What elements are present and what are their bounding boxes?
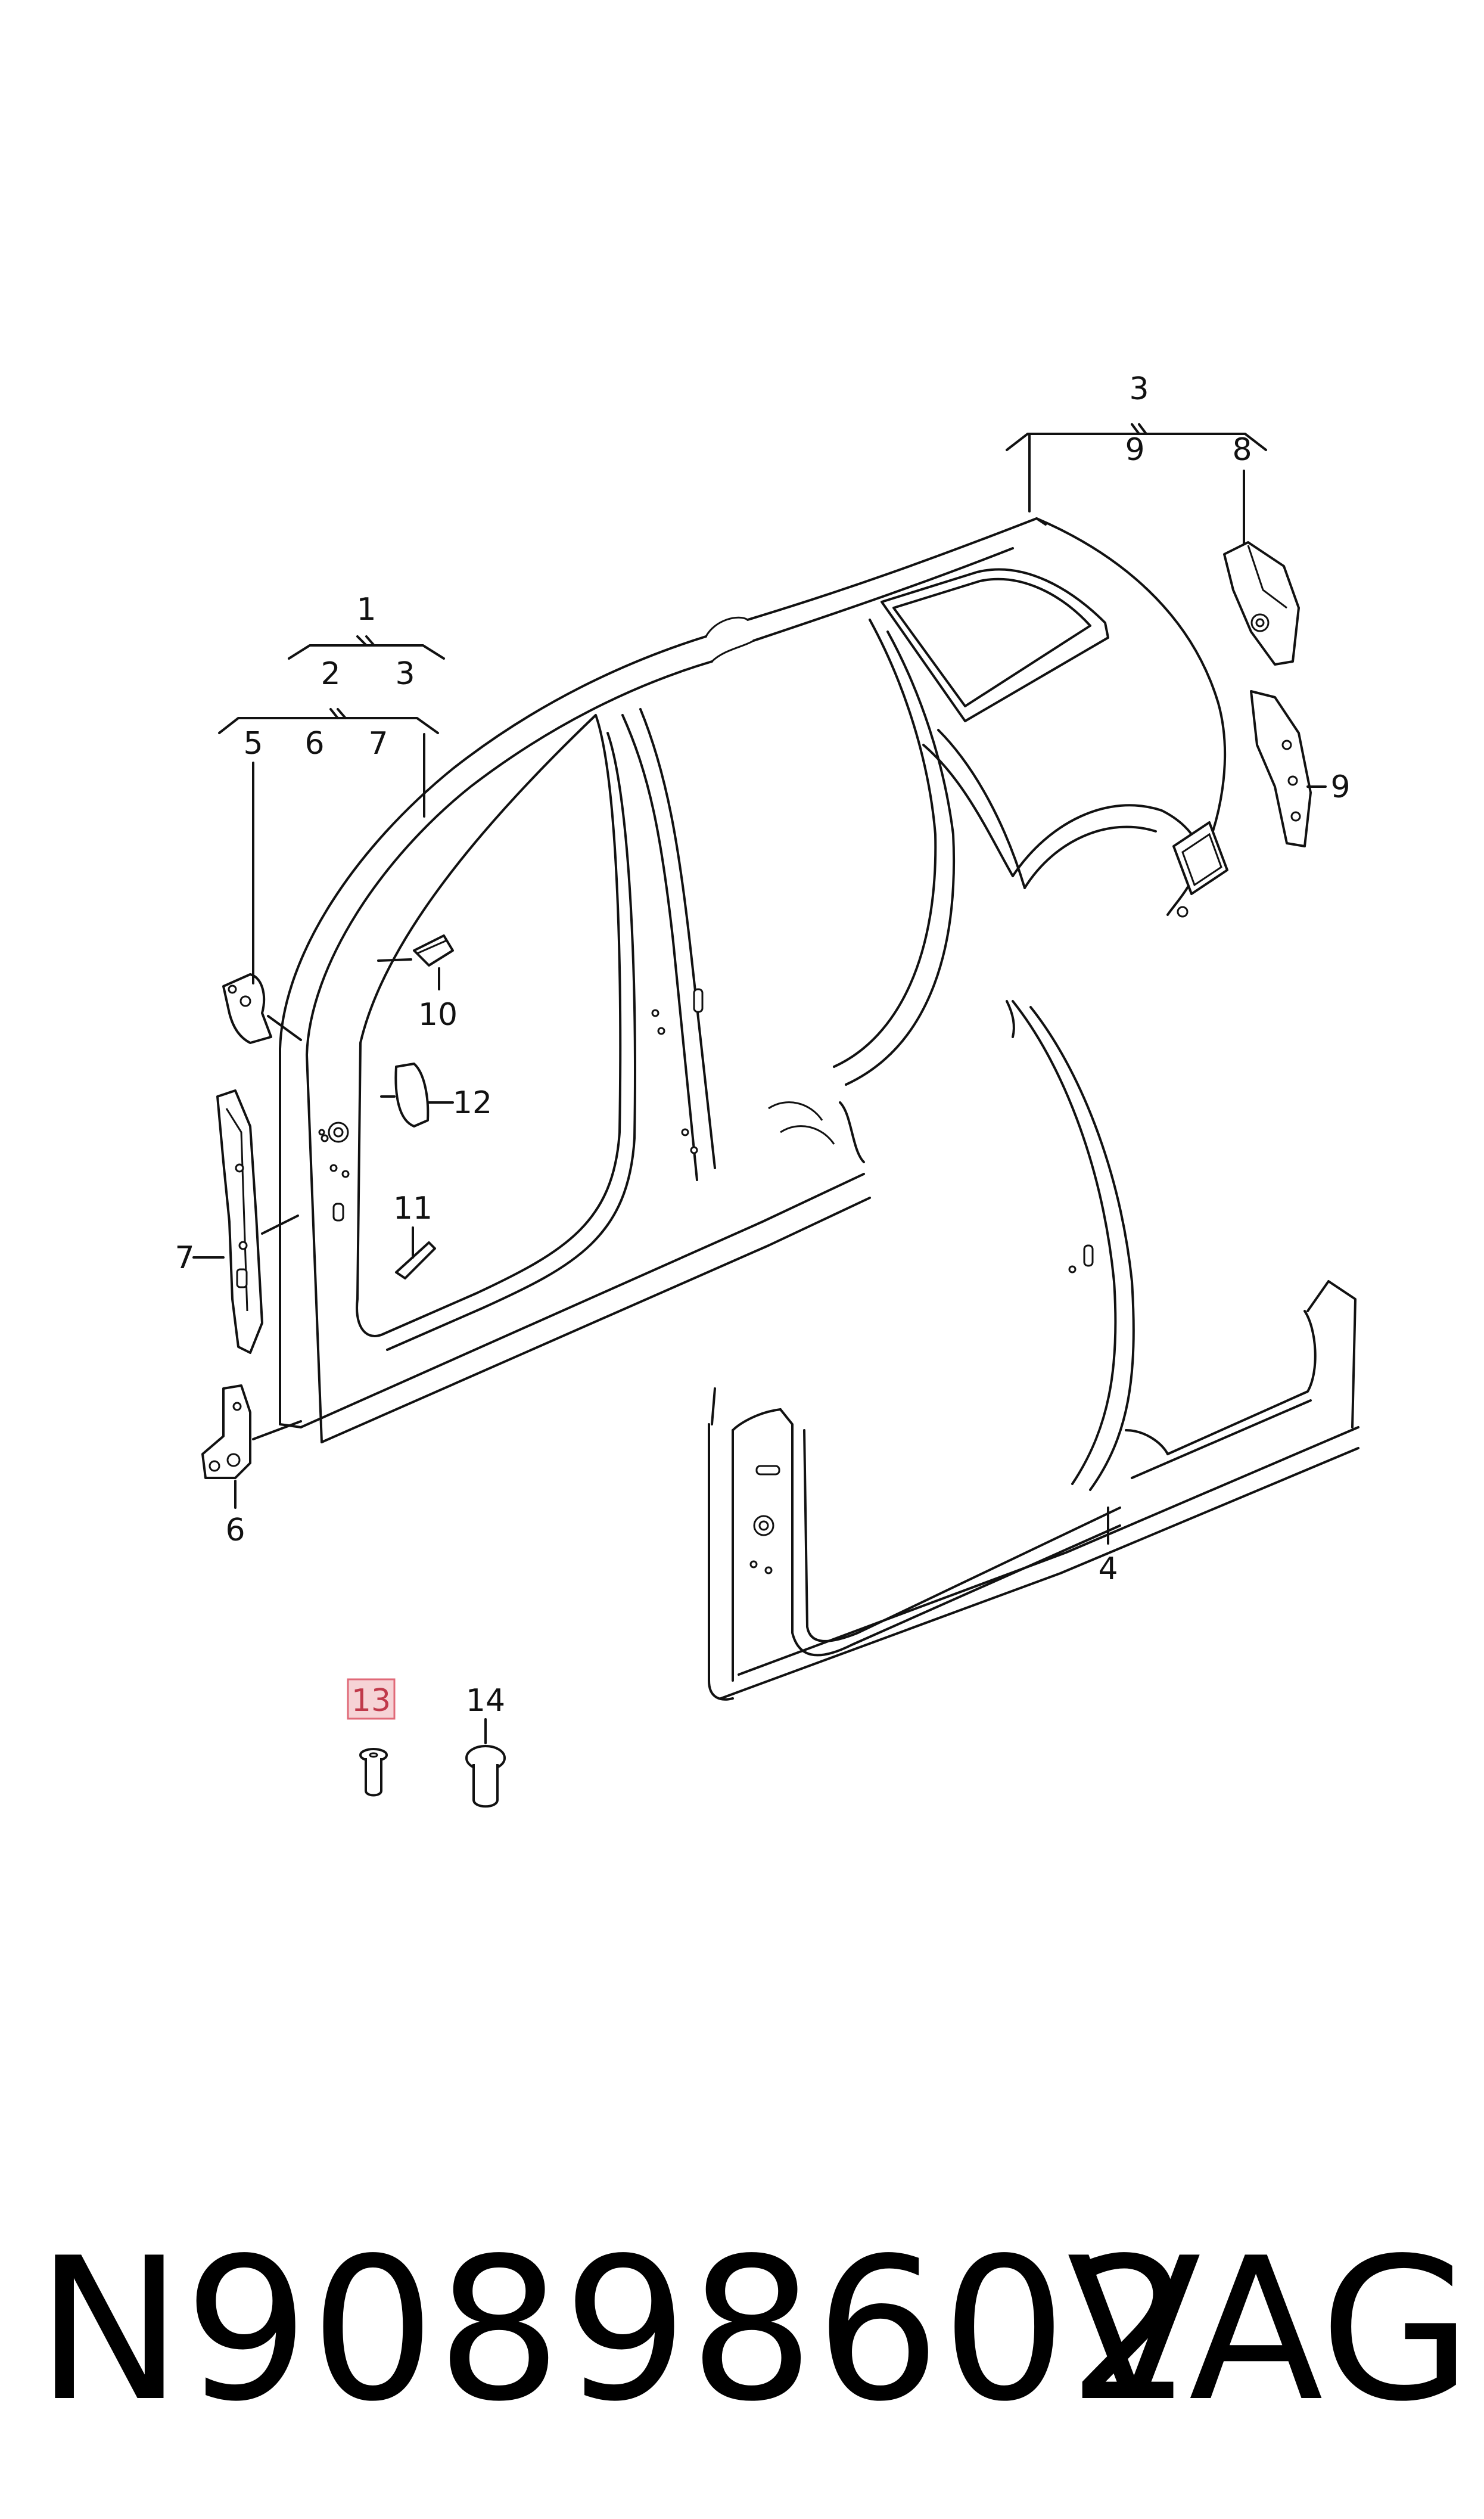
callout-9-side[interactable]: 9 [1330, 769, 1350, 805]
part-6-hinge-bracket [201, 1384, 302, 1509]
part-number: N90898602 [36, 2216, 1194, 2445]
highlight-box-13 [347, 1678, 396, 1720]
part-5-bracket [222, 762, 302, 1044]
callout-bracket-group-1 [218, 635, 445, 818]
callout-11[interactable]: 11 [393, 1191, 433, 1226]
callout-6-side[interactable]: 6 [225, 1512, 245, 1548]
rear-quarter-flap [1172, 821, 1228, 918]
callout-9-top[interactable]: 9 [1125, 432, 1144, 468]
callout-3-rear[interactable]: 3 [1129, 371, 1149, 407]
brand-name: VAG [1066, 2216, 1472, 2445]
callout-8[interactable]: 8 [1232, 432, 1252, 468]
callout-3-front[interactable]: 3 [395, 656, 415, 692]
part-13-rivet [359, 1748, 388, 1797]
callout-2[interactable]: 2 [321, 656, 340, 692]
part-7-pillar-reinforcement [192, 1089, 299, 1354]
footer: N90898602 VAG [0, 2205, 1484, 2455]
callout-7-side[interactable]: 7 [175, 1240, 194, 1276]
part-11-strip [395, 1226, 436, 1279]
side-panel-outer [279, 517, 1226, 1443]
callout-13[interactable]: 13 [351, 1683, 391, 1719]
callout-6-top[interactable]: 6 [304, 726, 324, 762]
callout-5[interactable]: 5 [243, 726, 263, 762]
part-14-rivet [465, 1745, 506, 1808]
callout-10[interactable]: 10 [418, 997, 458, 1033]
sill-panel-lower [708, 1000, 1359, 1701]
lower-panel-holes [749, 1244, 1094, 1574]
part-12-plate [380, 1063, 454, 1128]
panel-holes [318, 988, 704, 1222]
part-10-bracket [377, 934, 454, 990]
exploded-parts-diagram: 1 2 3 5 6 7 3 9 8 [175, 371, 1359, 1808]
callout-12[interactable]: 12 [453, 1085, 492, 1121]
callout-7-top[interactable]: 7 [368, 726, 388, 762]
callout-1[interactable]: 1 [356, 592, 376, 628]
callout-4[interactable]: 4 [1098, 1551, 1118, 1587]
callout-bracket-group-3 [1006, 423, 1267, 549]
part-8-quarter-bracket [1223, 541, 1300, 666]
callout-14[interactable]: 14 [466, 1683, 505, 1719]
part-9-quarter-reinforcement [1250, 690, 1327, 847]
